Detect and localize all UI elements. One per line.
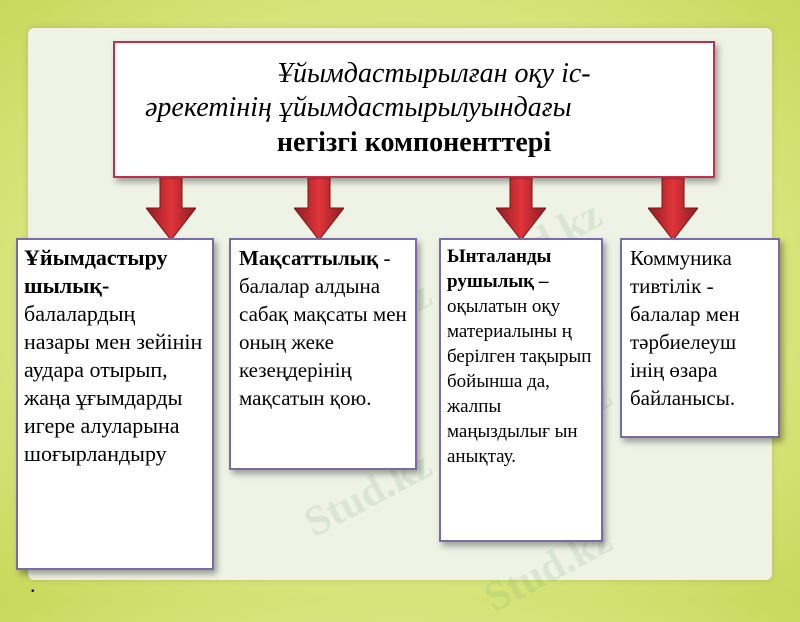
title-line-2: әрекетінің ұйымдастырылуындағы (145, 92, 572, 123)
component-box-organization: Ұйымдастыру шылық- балалардың назары мен… (16, 238, 214, 570)
component-text: Коммуника тивтілік - балалар мен тәрбиел… (630, 246, 740, 410)
component-heading: Ұйымдастыру шылық- (24, 245, 168, 298)
title-box: Ұйымдастырылған оқу іс- әрекетінің ұйымд… (113, 41, 715, 178)
text-overflow-dot: . (30, 572, 36, 597)
down-arrow-icon (146, 178, 196, 240)
down-arrow-icon (648, 178, 698, 240)
down-arrow-icon (294, 178, 344, 240)
title-line-3: негізгі компоненттері (276, 127, 552, 158)
component-box-motivation: Ынталанды рушылық – оқылатын оқу материа… (439, 238, 603, 542)
component-box-communication: Коммуника тивтілік - балалар мен тәрбиел… (620, 238, 780, 438)
component-box-purpose: Мақсаттылық - балалар алдына сабақ мақса… (229, 238, 417, 470)
component-text: балалардың назары мен зейінін аудара оты… (24, 301, 203, 466)
component-heading: Мақсаттылық (239, 246, 379, 270)
down-arrow-icon (496, 178, 546, 240)
component-text: - балалар алдына сабақ мақсаты мен оның … (239, 246, 407, 410)
component-text: оқылатын оқу материалыны ң берілген тақы… (447, 296, 592, 467)
component-heading: Ынталанды рушылық – (447, 246, 552, 292)
title-line-1: Ұйымдастырылған оқу іс- (277, 58, 591, 89)
